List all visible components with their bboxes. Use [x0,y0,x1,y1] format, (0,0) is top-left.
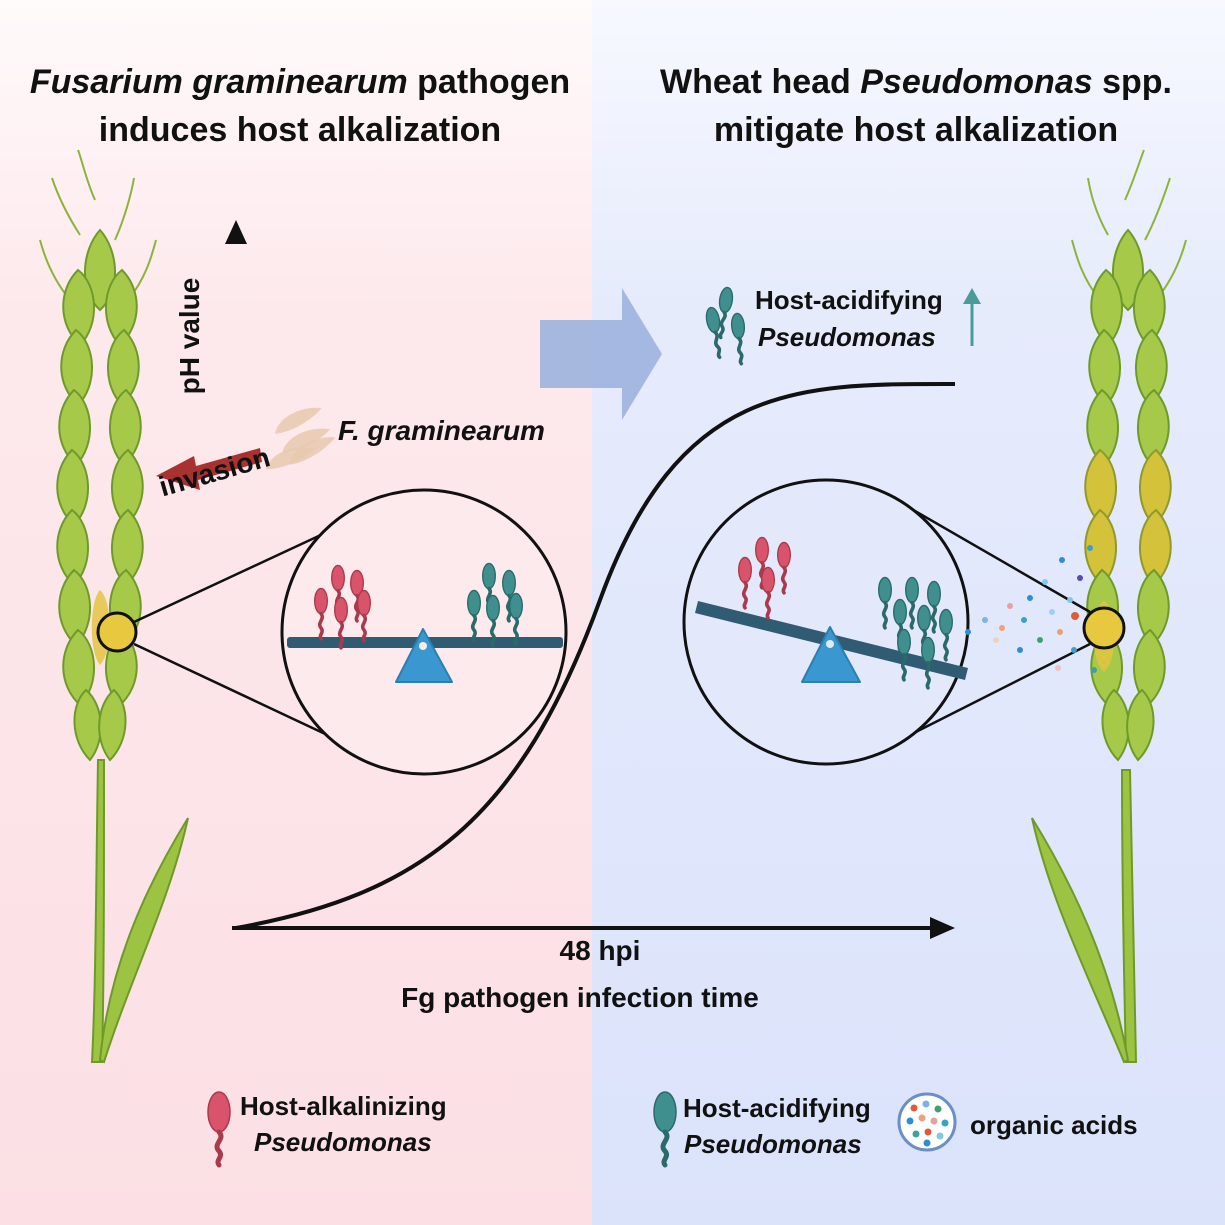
y-axis-arrow-icon [225,220,247,244]
x-axis-label: Fg pathogen infection time [401,982,759,1013]
legend-acidifying-icon [653,1091,677,1168]
legend-acidifying-italic: Pseudomonas [684,1129,862,1159]
left-title-line2: induces host alkalization [98,111,502,149]
organic-acid-dots [965,545,1097,673]
left-wheat-head-icon [39,149,189,1064]
legend-organic-acid-droplet-icon [897,1092,957,1152]
legend-alkalinizing-icon [207,1091,231,1168]
right-title-rest: spp. [1092,63,1172,101]
right-zoom-lines [895,498,1126,744]
x-axis-arrow-icon [930,917,955,939]
legend-alkalinizing-italic: Pseudomonas [254,1127,432,1157]
legend-alkalinizing-line2: Pseudomonas [254,1127,432,1158]
legend-alkalinizing-line1: Host-alkalinizing [240,1091,447,1121]
fungal-spores-icon [262,403,339,471]
acidifying-top-label-line2: Pseudomonas [758,322,936,353]
ph-curve [235,381,956,930]
legend-acidifying-line1: Host-acidifying [683,1093,871,1123]
acidifying-top-label-line1: Host-acidifying [755,285,943,315]
left-zoom-lines [96,525,339,742]
y-axis-label: pH value [174,277,205,395]
legend-organic-acids: organic acids [970,1110,1138,1140]
transition-arrow-icon [540,288,662,420]
right-title-line2: mitigate host alkalization [713,111,1119,149]
y-axis [225,220,247,928]
acidifying-bacteria-cluster-icon [702,284,750,367]
pathogen-label: F. graminearum [338,415,545,447]
x-axis-tick-48hpi: 48 hpi [559,935,641,966]
right-seesaw-icon [682,478,970,766]
left-title-rest: pathogen [407,63,571,101]
left-title-italic: Fusarium graminearum [29,63,408,101]
left-title: Fusarium graminearum pathogen induces ho… [0,58,600,154]
right-wheat-head-icon [1031,149,1187,1064]
left-seesaw-icon [280,488,568,776]
increase-arrow-icon [963,288,981,346]
pathogen-label-text: F. graminearum [338,415,545,446]
right-title: Wheat head Pseudomonas spp. mitigate hos… [616,58,1216,154]
invasion-arrow-icon [156,448,262,490]
right-title-italic: Pseudomonas [860,63,1093,101]
right-title-lead: Wheat head [660,63,861,101]
acidifying-top-label-italic: Pseudomonas [758,322,936,352]
legend-acidifying-line2: Pseudomonas [684,1129,862,1160]
x-axis [232,917,955,939]
